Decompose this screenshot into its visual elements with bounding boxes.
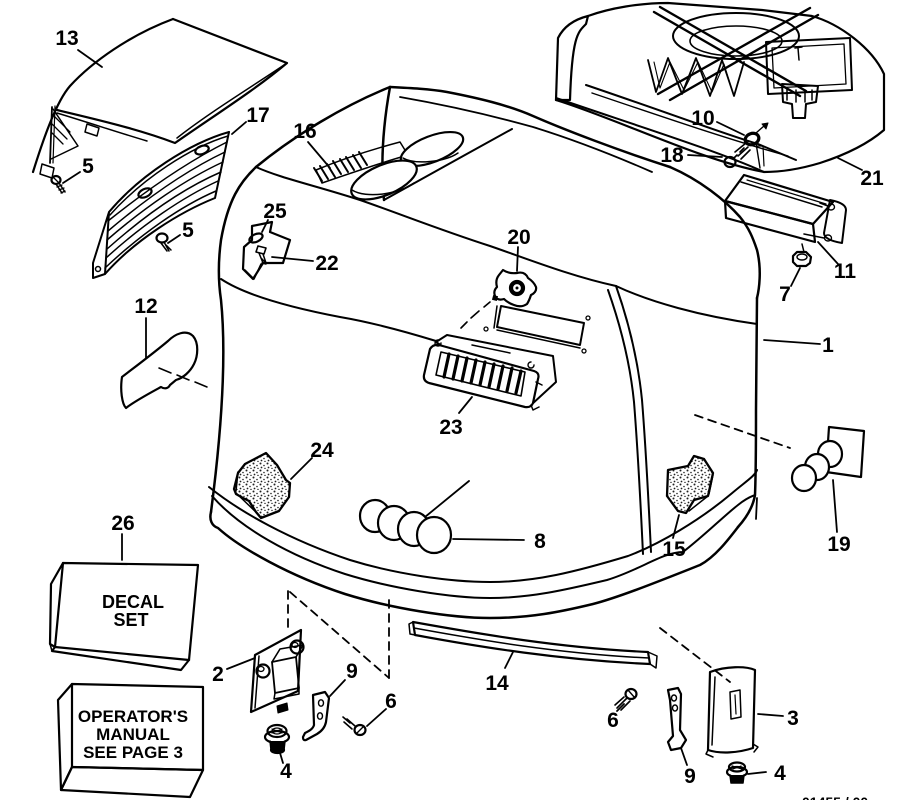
svg-text:26: 26 (111, 512, 134, 535)
svg-text:3: 3 (787, 707, 799, 730)
svg-text:19: 19 (827, 533, 850, 556)
svg-text:17: 17 (246, 104, 269, 127)
svg-text:4: 4 (280, 760, 292, 783)
svg-text:2: 2 (212, 663, 224, 686)
svg-text:24: 24 (310, 439, 334, 462)
svg-text:11: 11 (834, 260, 857, 283)
svg-text:13: 13 (55, 27, 78, 50)
svg-text:SET: SET (113, 610, 148, 630)
svg-text:6: 6 (385, 690, 397, 713)
svg-text:12: 12 (134, 295, 157, 318)
svg-text:23: 23 (439, 416, 462, 439)
svg-text:16: 16 (293, 120, 316, 143)
svg-text:6: 6 (607, 709, 619, 732)
svg-text:21: 21 (860, 167, 884, 190)
svg-text:9: 9 (346, 660, 358, 683)
svg-text:01455 / 00: 01455 / 00 (802, 794, 868, 800)
svg-text:7: 7 (779, 283, 791, 306)
svg-text:25: 25 (263, 200, 287, 223)
svg-text:5: 5 (82, 155, 94, 178)
svg-text:1: 1 (822, 334, 834, 357)
svg-text:8: 8 (534, 530, 546, 553)
svg-text:9: 9 (684, 765, 696, 788)
svg-text:5: 5 (182, 219, 194, 242)
svg-text:18: 18 (660, 144, 684, 167)
svg-text:DECAL: DECAL (102, 592, 164, 612)
svg-text:10: 10 (691, 107, 714, 130)
svg-text:OPERATOR'S: OPERATOR'S (78, 707, 188, 726)
svg-text:14: 14 (485, 672, 509, 695)
svg-text:4: 4 (774, 762, 786, 785)
svg-text:SEE PAGE 3: SEE PAGE 3 (83, 743, 183, 762)
svg-text:MANUAL: MANUAL (96, 725, 170, 744)
svg-text:15: 15 (662, 538, 686, 561)
svg-text:20: 20 (507, 226, 530, 249)
svg-text:22: 22 (315, 252, 338, 275)
